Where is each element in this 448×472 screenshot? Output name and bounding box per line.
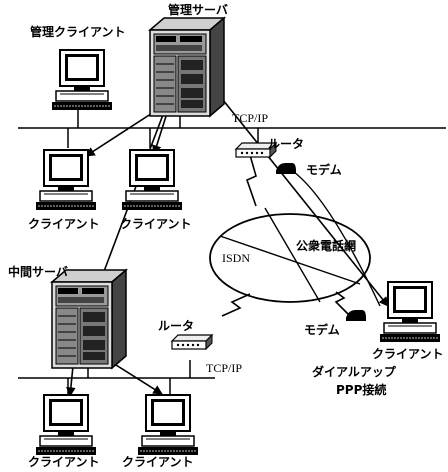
- router-bottom-label: ルータ: [158, 319, 194, 333]
- management-server-icon: [149, 17, 225, 117]
- management-client-label: 管理クライアント: [30, 24, 126, 39]
- lightning-link-icon: [246, 154, 257, 207]
- modem-right-label: モデム: [304, 322, 340, 337]
- management-client-icon: [51, 49, 113, 111]
- isdn-label: ISDN: [222, 251, 250, 265]
- client-bottom-label-2: クライアント: [122, 455, 194, 469]
- management-server-label: 管理サーバ: [168, 2, 228, 17]
- dialup-client-icon: [379, 281, 441, 343]
- intermediate-server-label: 中間サーバ: [8, 264, 68, 279]
- dialup-client-label: クライアント: [372, 347, 444, 361]
- modem-icon: [276, 163, 296, 174]
- lightning-link-icon: [334, 291, 349, 315]
- public-network-label: 公衆電話網: [296, 238, 356, 253]
- dialup-label-line1: ダイアルアップ: [312, 364, 397, 379]
- dialup-label-line2: PPP接続: [336, 382, 386, 397]
- client-icon-bottom-1: [35, 394, 97, 456]
- tcpip-top-label: TCP/IP: [232, 111, 268, 125]
- client-icon-1: [35, 149, 97, 211]
- client-bottom-label-1: クライアント: [28, 455, 100, 469]
- client-label-2: クライアント: [120, 217, 192, 231]
- router-icon: [171, 334, 213, 350]
- client-icon-bottom-2: [137, 394, 199, 456]
- modem-top-label: モデム: [306, 162, 342, 177]
- client-label-1: クライアント: [28, 217, 100, 231]
- modem-icon: [346, 310, 366, 321]
- router-top-label: ルータ: [268, 137, 304, 151]
- tcpip-bottom-label: TCP/IP: [206, 361, 242, 375]
- intermediate-server-icon: [51, 269, 127, 369]
- network-cloud-icon: [209, 213, 371, 303]
- client-icon-2: [121, 149, 183, 211]
- lightning-link-icon: [221, 293, 251, 317]
